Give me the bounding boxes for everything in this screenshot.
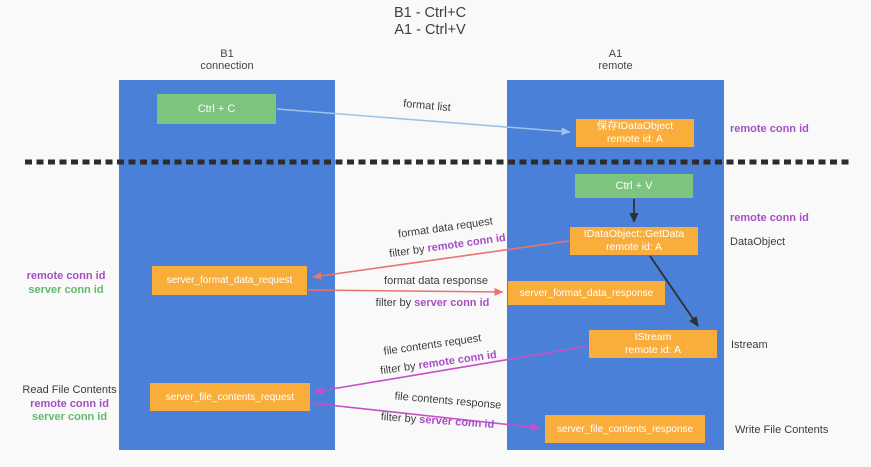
- label-file-contents-response: file contents response: [394, 390, 502, 412]
- right-remote-conn-id-top: remote conn id: [730, 123, 809, 135]
- node-istream-line2: remote id: A: [624, 344, 682, 356]
- right-dataobject-label: DataObject: [730, 236, 786, 248]
- node-server-file-contents-request-label: server_file_contents_request: [165, 391, 295, 403]
- label-file-contents-response-filter: filter by server conn id: [380, 411, 496, 431]
- filter-by-text: filter by: [388, 242, 429, 261]
- title-line-2: A1 - Ctrl+V: [394, 22, 466, 38]
- right-column-role: remote: [598, 60, 633, 72]
- left-column-header: B1 connection: [119, 48, 335, 72]
- node-ctrl-v-label: Ctrl + V: [615, 179, 653, 192]
- right-write-file-contents-label: Write File Contents: [735, 424, 829, 436]
- node-server-format-data-response-label: server_format_data_response: [519, 287, 654, 299]
- title-line-1: B1 - Ctrl+C: [393, 5, 467, 21]
- node-save-dataobject-line2: remote id: A: [606, 133, 664, 145]
- label-format-data-response-filter: filter by server conn id: [375, 297, 490, 309]
- left-column-role: connection: [200, 60, 254, 72]
- read-file-contents-text: Read File Contents: [22, 384, 117, 396]
- node-getdata-line1: IDataObject::GetData: [583, 228, 685, 240]
- node-getdata-line2: remote id: A: [605, 241, 663, 253]
- label-format-list: format list: [402, 97, 452, 115]
- left-bottom-labels: Read File Contents remote conn id server…: [22, 384, 117, 425]
- node-istream: IStream remote id: A: [589, 330, 717, 358]
- node-ctrl-v: Ctrl + V: [575, 174, 693, 198]
- node-server-file-contents-request: server_file_contents_request: [150, 383, 310, 411]
- label-format-data-response: format data response: [384, 275, 488, 287]
- right-column-header: A1 remote: [507, 48, 724, 72]
- remote-conn-id-text: remote conn id: [26, 270, 106, 282]
- remote-conn-id-text: remote conn id: [417, 348, 498, 372]
- node-istream-line1: IStream: [634, 331, 672, 343]
- node-server-file-contents-response-label: server_file_contents_response: [556, 423, 694, 435]
- right-remote-conn-id-ctrlv: remote conn id: [730, 212, 809, 224]
- left-column-name: B1: [220, 48, 234, 60]
- remote-conn-id-text: remote conn id: [426, 231, 507, 255]
- node-save-dataobject-line1: 保存IDataObject: [596, 120, 674, 132]
- filter-by-text: filter by: [379, 359, 420, 378]
- filter-by-text: filter by: [380, 411, 420, 426]
- server-conn-id-text: server conn id: [414, 297, 490, 309]
- right-istream-label: Istream: [731, 339, 768, 351]
- filter-by-text: filter by: [375, 297, 415, 309]
- node-server-format-data-request-label: server_format_data_request: [166, 275, 293, 286]
- left-mid-conn-ids: remote conn id server conn id: [24, 270, 108, 297]
- node-ctrl-c: Ctrl + C: [157, 94, 276, 124]
- node-ctrl-c-label: Ctrl + C: [197, 102, 236, 115]
- right-column-name: A1: [608, 48, 623, 60]
- node-server-format-data-response: server_format_data_response: [508, 281, 665, 305]
- remote-conn-id-text: remote conn id: [30, 397, 109, 410]
- server-conn-id-text: server conn id: [31, 411, 108, 423]
- node-server-format-data-request: server_format_data_request: [152, 266, 307, 295]
- node-server-file-contents-response: server_file_contents_response: [545, 415, 705, 443]
- node-getdata: IDataObject::GetData remote id: A: [570, 227, 698, 255]
- server-conn-id-text: server conn id: [418, 413, 495, 431]
- node-save-dataobject: 保存IDataObject remote id: A: [576, 119, 694, 147]
- diagram-title: B1 - Ctrl+C A1 - Ctrl+V: [300, 5, 560, 39]
- arrow-format-data-response: [307, 287, 504, 296]
- server-conn-id-text: server conn id: [28, 283, 104, 296]
